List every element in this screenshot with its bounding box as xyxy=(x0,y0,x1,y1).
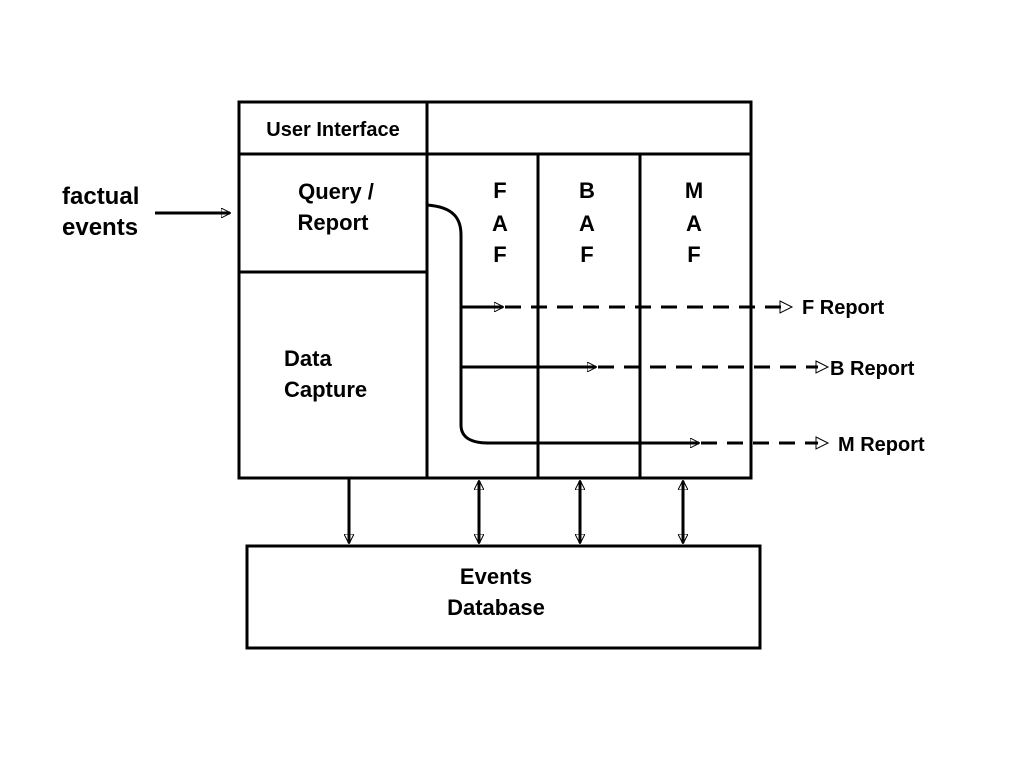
system-outer-box xyxy=(237,100,753,480)
data-capture-label-line1: Data xyxy=(284,346,332,371)
user-interface-label: User Interface xyxy=(266,119,399,141)
query-output-trunk xyxy=(426,203,489,445)
f-report-arrowhead xyxy=(779,300,794,314)
maf-letter-1: M xyxy=(685,178,703,203)
baf-letter-2: A xyxy=(579,211,595,236)
m-report-arrowhead xyxy=(815,436,830,450)
baf-letter-1: B xyxy=(579,178,595,203)
baf-letter-3: F xyxy=(580,242,593,267)
faf-letter-2: A xyxy=(492,211,508,236)
m-report-label: M Report xyxy=(838,434,925,456)
events-database-label-line2: Database xyxy=(447,595,545,620)
data-capture-label-line2: Capture xyxy=(284,377,367,402)
faf-letter-3: F xyxy=(493,242,506,267)
events-database-box xyxy=(245,544,762,650)
query-report-label-line1: Query / xyxy=(298,179,374,204)
maf-letter-3: F xyxy=(687,242,700,267)
query-report-label-line2: Report xyxy=(298,210,370,235)
faf-letter-1: F xyxy=(493,178,506,203)
b-report-arrowhead xyxy=(815,360,830,374)
b-report-label: B Report xyxy=(830,358,915,380)
f-report-label: F Report xyxy=(802,297,885,319)
events-database-label-line1: Events xyxy=(460,564,532,589)
factual-events-label-line1: factual xyxy=(62,183,139,210)
factual-events-label-line2: events xyxy=(62,214,138,241)
maf-letter-2: A xyxy=(686,211,702,236)
